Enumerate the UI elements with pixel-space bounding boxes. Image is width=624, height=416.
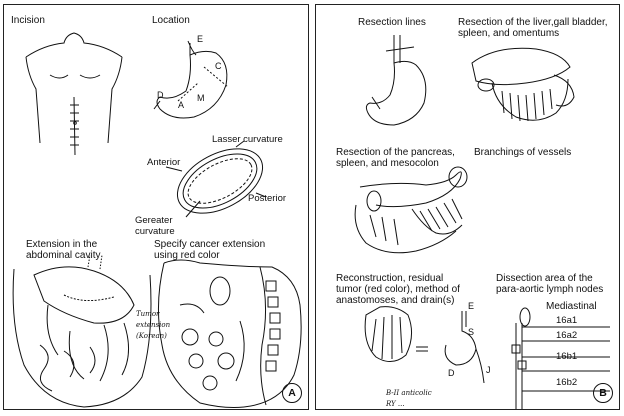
liver-resection-title: Resection of the liver,gall bladder, spl…: [458, 17, 608, 39]
location-label-e: E: [197, 34, 203, 44]
liver-resection-drawing: [472, 48, 574, 121]
pancreas-resection-drawing: [355, 167, 467, 253]
station-16a1: 16a1: [556, 315, 577, 326]
station-16b1: 16b1: [556, 351, 577, 362]
reconstruction-drawing: [365, 307, 484, 383]
recon-label-d: D: [448, 368, 455, 378]
posterior-label: Posterior: [248, 193, 286, 204]
extension-title: Extension in the abdominal cavity: [26, 239, 100, 261]
location-title: Location: [152, 15, 190, 26]
panel-a-badge: A: [282, 383, 302, 403]
location-label-d: D: [157, 90, 164, 100]
panel-b-badge: B: [593, 383, 613, 403]
dissection-title: Dissection area of the para-aortic lymph…: [496, 273, 603, 295]
stomach-location-drawing: [154, 41, 228, 118]
anterior-label: Anterior: [147, 157, 180, 168]
mediastinal-label: Mediastinal: [546, 301, 597, 312]
station-16a2: 16a2: [556, 330, 577, 341]
station-16b2: 16b2: [556, 377, 577, 388]
location-label-a: A: [178, 100, 184, 110]
sagittal-section-drawing: [158, 260, 301, 408]
vessels-title: Branchings of vessels: [474, 147, 571, 158]
handwritten-note-b: B-II anticolic RY ...: [386, 388, 432, 410]
pancreas-resection-title: Resection of the pancreas, spleen, and m…: [336, 147, 455, 169]
recon-label-s: S: [468, 327, 474, 337]
cross-section-drawing: [166, 136, 273, 227]
resection-lines-title: Resection lines: [358, 17, 426, 28]
location-label-c: C: [215, 61, 222, 71]
abdominal-cavity-drawing: [13, 255, 151, 407]
cancer-extension-title: Specify cancer extension using red color: [154, 239, 265, 261]
panel-b: E S D J Resection lines Resection of the…: [315, 4, 620, 410]
panel-a-drawings: E C M A D: [4, 5, 310, 411]
reconstruction-title: Reconstruction, residual tumor (red colo…: [336, 273, 460, 306]
lesser-curvature-label: Lasser curvature: [212, 134, 283, 145]
greater-curvature-label: Gereater curvature: [135, 215, 175, 237]
incision-title: Incision: [11, 15, 45, 26]
recon-label-e: E: [468, 301, 474, 311]
resection-lines-drawing: [366, 35, 425, 125]
recon-label-j: J: [486, 365, 491, 375]
torso-incision-drawing: [26, 33, 122, 155]
handwritten-note-a: Tumor extension (Korean): [136, 309, 170, 342]
location-label-m: M: [197, 93, 205, 103]
panel-a: E C M A D: [3, 4, 309, 410]
